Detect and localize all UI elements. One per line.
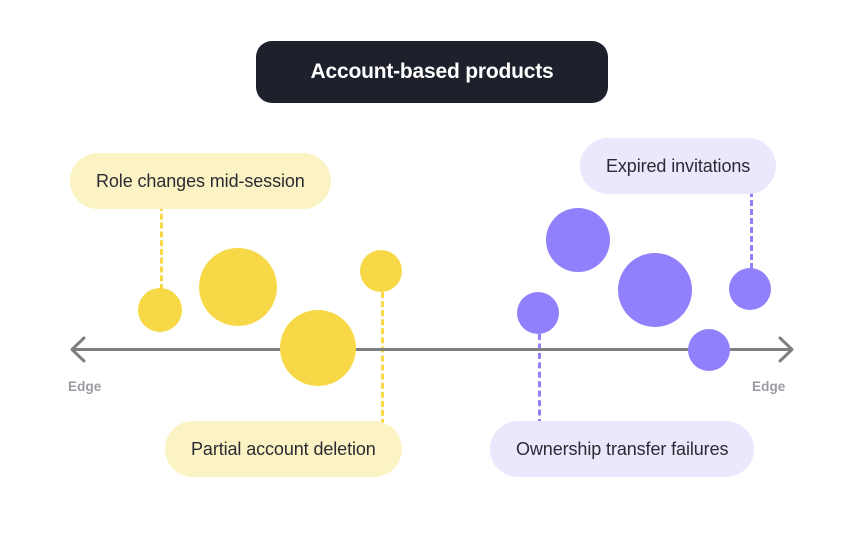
connector-expired-invitations <box>750 191 753 269</box>
axis-label-right: Edge <box>752 379 786 394</box>
connector-ownership-transfer <box>538 334 541 425</box>
spectrum-axis <box>64 330 800 370</box>
callout-role-changes-mid-session-text: Role changes mid-session <box>96 170 305 191</box>
bubble-yellow-3 <box>280 310 356 386</box>
callout-partial-account-deletion-text: Partial account deletion <box>191 438 376 459</box>
arrow-left-icon <box>70 336 86 363</box>
callout-partial-account-deletion[interactable]: Partial account deletion <box>165 421 402 477</box>
callout-ownership-transfer-failures-text: Ownership transfer failures <box>516 438 729 459</box>
callout-ownership-transfer-failures[interactable]: Ownership transfer failures <box>490 421 755 477</box>
connector-role-changes <box>160 205 163 290</box>
axis-label-left: Edge <box>68 379 102 394</box>
arrow-right-icon <box>778 336 794 363</box>
connector-partial-deletion <box>381 292 384 425</box>
bubble-purple-3 <box>618 253 692 327</box>
callout-expired-invitations-text: Expired invitations <box>606 155 751 176</box>
bubble-purple-2 <box>546 208 610 272</box>
bubble-purple-5 <box>688 329 730 371</box>
page-title-text: Account-based products <box>310 60 554 83</box>
bubble-yellow-2 <box>199 248 277 326</box>
bubble-yellow-1 <box>138 288 182 332</box>
callout-expired-invitations[interactable]: Expired invitations <box>580 138 777 194</box>
bubble-yellow-4 <box>360 250 402 292</box>
page-title: Account-based products <box>256 41 608 103</box>
callout-role-changes-mid-session[interactable]: Role changes mid-session <box>70 153 331 209</box>
bubble-purple-4 <box>729 268 771 310</box>
bubble-purple-1 <box>517 292 559 334</box>
